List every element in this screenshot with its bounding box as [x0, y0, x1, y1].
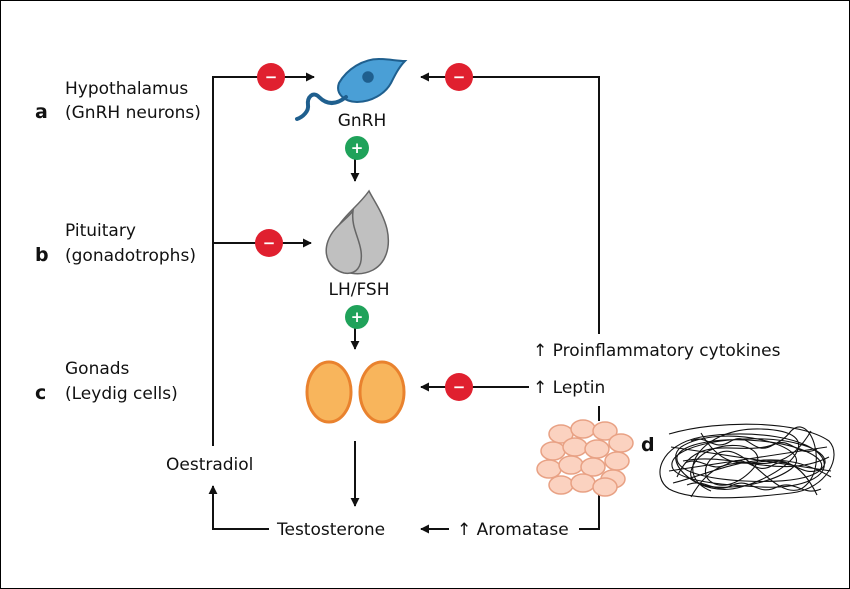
stimulate-badge-gnrh: + [345, 136, 369, 160]
testes-icon [305, 360, 406, 424]
minus-sign-icon: − [453, 378, 466, 396]
fat-cell [580, 457, 606, 477]
gnrh-neuron-icon [295, 57, 408, 121]
testosterone-label: Testosterone [276, 520, 385, 540]
level-c-letter: c [35, 382, 46, 404]
level-d-letter: d [641, 434, 655, 456]
level-c-label: c Gonads (Leydig cells) [35, 359, 178, 404]
level-c-title: Gonads [65, 359, 130, 379]
fat-cell [570, 419, 596, 439]
aromatase-label: ↑ Aromatase [457, 520, 569, 540]
level-a-subtitle: (GnRH neurons) [65, 103, 201, 123]
inhibit-badge-hypothalamus-left: − [257, 63, 285, 91]
level-b-title: Pituitary [65, 221, 136, 241]
pituitary-icon [325, 189, 390, 275]
level-b-label: b Pituitary (gonadotrophs) [35, 221, 196, 266]
axis-arrows [208, 159, 360, 530]
testosterone-to-oestradiol-arrow [208, 485, 269, 530]
level-b-letter: b [35, 244, 49, 266]
level-a-title: Hypothalamus [65, 79, 188, 99]
testis-right [358, 360, 406, 424]
stimulate-badge-lhfsh: + [345, 305, 369, 329]
fat-cell [592, 421, 618, 441]
fat-cell [608, 433, 634, 453]
minus-sign-icon: − [453, 68, 466, 86]
level-c-subtitle: (Leydig cells) [65, 384, 178, 404]
fat-cell [548, 475, 574, 495]
level-a-label: a Hypothalamus (GnRH neurons) [35, 79, 201, 123]
fat-cell [558, 455, 584, 475]
adipose-tissue-icon [536, 419, 634, 497]
testis-left [305, 360, 353, 424]
fat-cell [592, 477, 618, 497]
level-b-subtitle: (gonadotrophs) [65, 246, 196, 266]
inhibit-badge-pituitary: − [255, 229, 283, 257]
plus-sign-icon: + [351, 308, 364, 326]
minus-sign-icon: − [265, 68, 278, 86]
fat-cell [536, 459, 562, 479]
fat-cell [562, 437, 588, 457]
aromatase-connector [579, 494, 600, 530]
leptin-label: ↑ Leptin [533, 378, 605, 398]
level-a-letter: a [35, 101, 48, 123]
lhfsh-label: LH/FSH [328, 280, 389, 300]
fat-cell [570, 473, 596, 493]
adipose-feedback-lines [420, 72, 600, 534]
feedback-arrow-hypothalamus [212, 72, 315, 446]
cytokine-arrow-hypothalamus [420, 72, 600, 334]
fat-cell [584, 439, 610, 459]
inhibit-badge-hypothalamus-right: − [445, 63, 473, 91]
inhibit-badge-gonads: − [445, 373, 473, 401]
minus-sign-icon: − [263, 234, 276, 252]
plus-sign-icon: + [351, 139, 364, 157]
gnrh-label: GnRH [338, 111, 387, 131]
fat-cell [604, 451, 630, 471]
cytokines-label: ↑ Proinflammatory cytokines [533, 341, 781, 361]
fat-cell [540, 441, 566, 461]
oestradiol-feedback-lines [212, 72, 315, 446]
scribble-redaction [659, 423, 835, 499]
oestradiol-label: Oestradiol [166, 455, 253, 475]
